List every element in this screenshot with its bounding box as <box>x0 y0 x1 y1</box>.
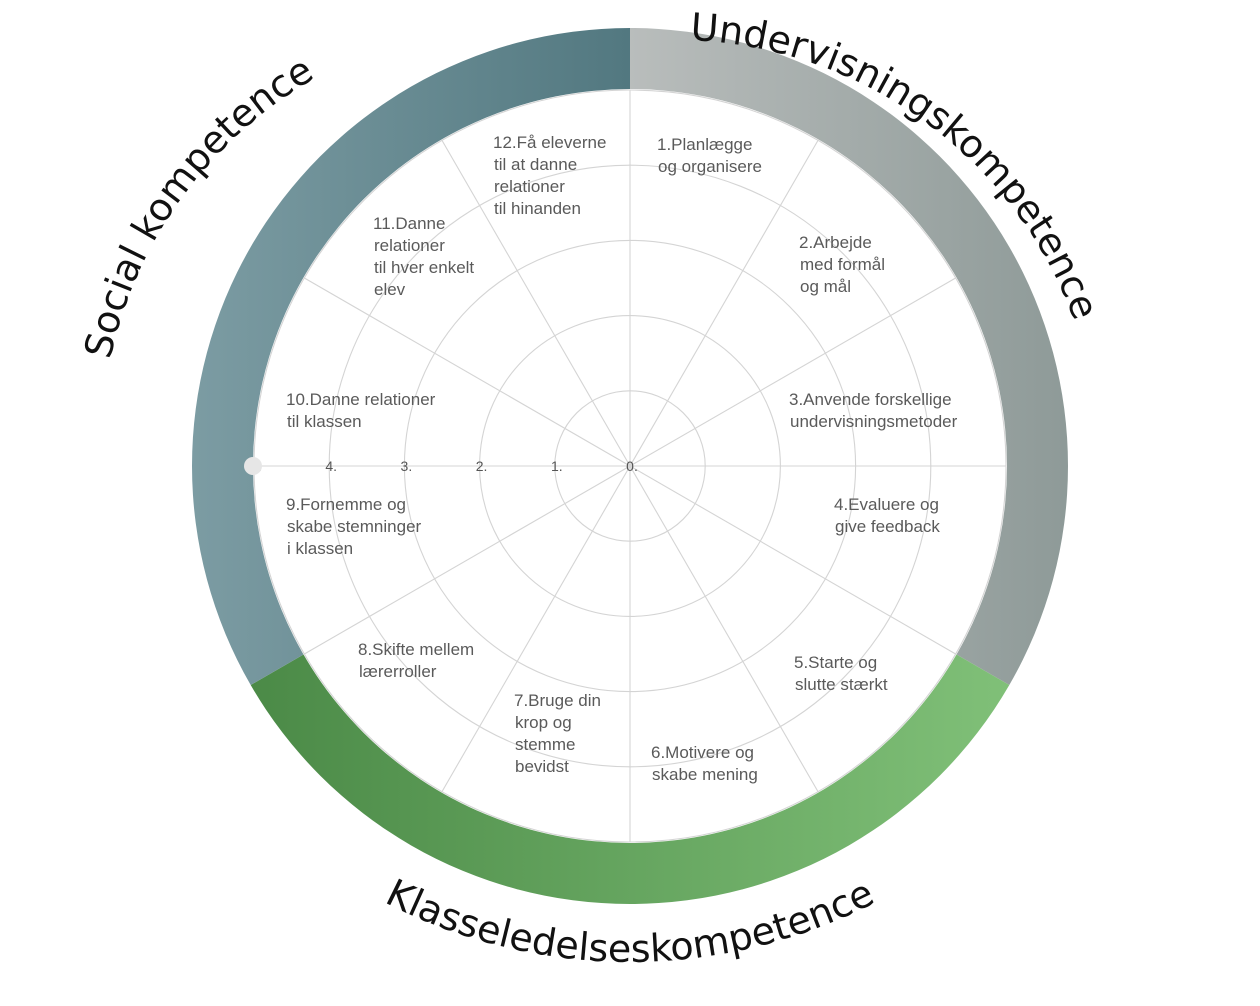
segment-divider <box>629 465 819 792</box>
segment-divider <box>629 465 956 655</box>
ring-segment-undervisning <box>630 28 1068 685</box>
scale-tick-label: 0. <box>626 458 638 474</box>
scale-marker <box>244 457 262 475</box>
ring-segment-social <box>192 28 631 685</box>
segment-divider <box>304 277 631 467</box>
scale-tick-label: 4. <box>325 458 337 474</box>
segment-divider <box>629 140 819 467</box>
outer-ring <box>192 28 1068 904</box>
segment-divider <box>441 465 631 792</box>
scale-tick-label: 1. <box>551 458 563 474</box>
scale-tick-label: 3. <box>401 458 413 474</box>
segment-divider <box>304 465 631 655</box>
ring-segment-klasseledelse <box>250 654 1010 904</box>
segment-divider <box>629 277 956 467</box>
scale-tick-label: 2. <box>476 458 488 474</box>
segment-divider <box>441 140 631 467</box>
segment-spokes <box>254 90 1006 842</box>
